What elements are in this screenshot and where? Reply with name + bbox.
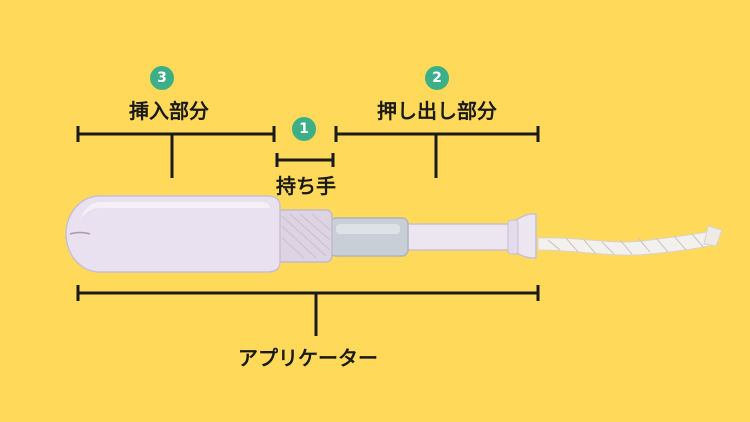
grip-number-badge: 1 xyxy=(292,117,316,141)
insertion-bracket xyxy=(76,126,276,178)
plunger-number-badge: 2 xyxy=(425,66,449,90)
insertion-label: 挿入部分 xyxy=(129,99,209,123)
applicator-bracket xyxy=(76,285,540,336)
plunger-bracket xyxy=(334,126,540,178)
insertion-number-badge: 3 xyxy=(150,66,174,90)
applicator-illustration xyxy=(65,195,537,273)
applicator-label: アプリケーター xyxy=(238,346,378,370)
string xyxy=(537,225,723,256)
grip-bracket xyxy=(275,153,335,167)
grip-label: 持ち手 xyxy=(276,174,336,198)
plunger-label: 押し出し部分 xyxy=(377,99,497,123)
